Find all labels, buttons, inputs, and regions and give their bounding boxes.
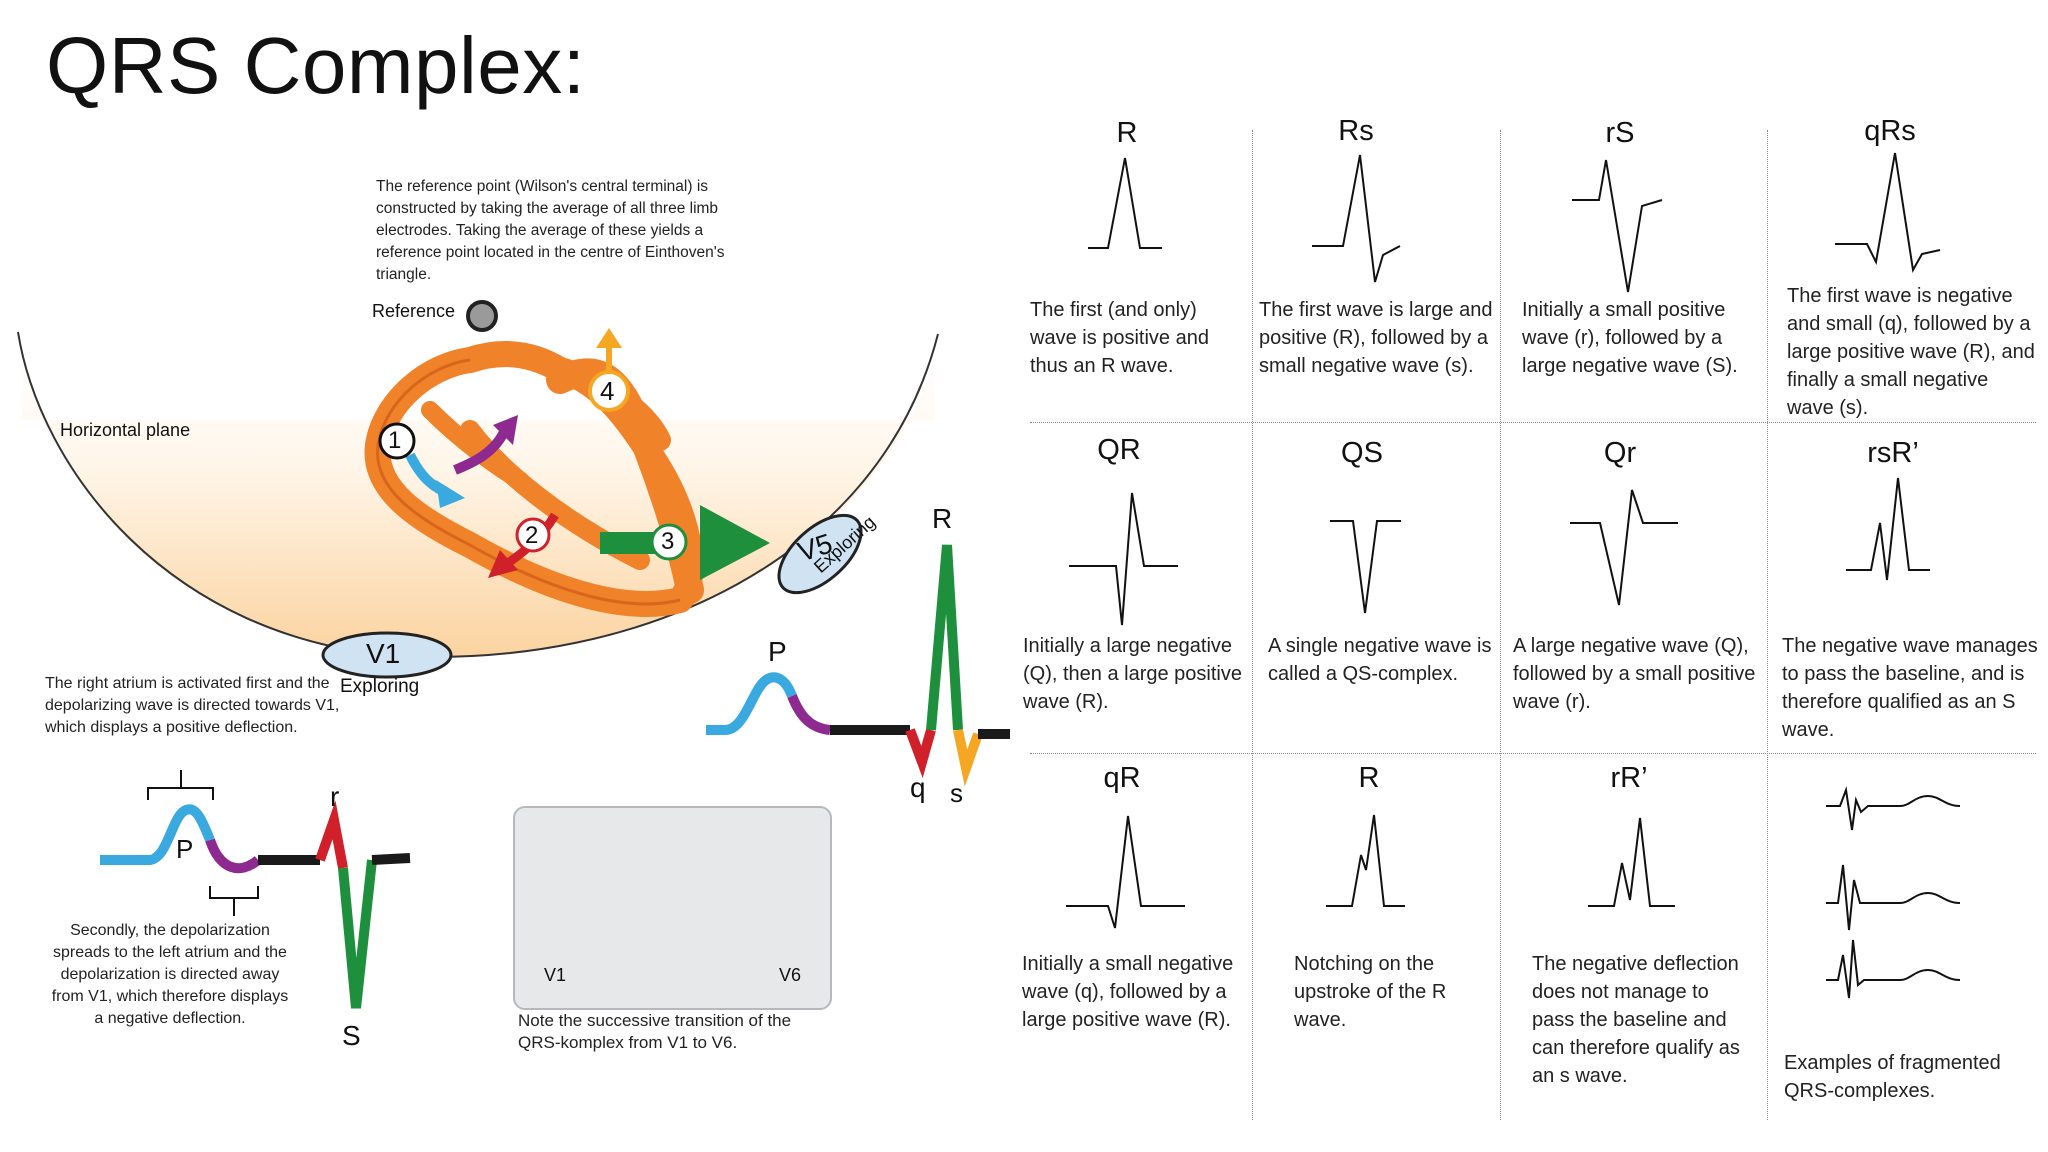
arrow-yellow-icon	[596, 328, 622, 372]
grid-vline-2	[1500, 130, 1501, 1120]
v1-r-label: r	[330, 781, 340, 812]
marker-4-label: 4	[600, 376, 615, 406]
second-text: Secondly, the depolarization spreads to …	[51, 922, 289, 1027]
wave-qR	[1066, 815, 1185, 929]
label-rsR: rsR’	[1867, 437, 1919, 469]
v1-exploring-label: Exploring	[340, 676, 420, 697]
heart-diagram	[17, 300, 1010, 1009]
caption-Qr: A large negative wave (Q), followed by a…	[1513, 635, 1756, 713]
caption-R: The first (and only) wave is positive an…	[1030, 299, 1209, 377]
marker-1	[378, 422, 416, 460]
caption-rR: The negative deflection does not manage …	[1532, 953, 1740, 1087]
wave-frag-1	[1826, 786, 1961, 831]
v1-electrode	[321, 631, 453, 679]
caption-rsR: The negative wave manages to pass the ba…	[1782, 635, 2038, 741]
plane-label: Horizontal plane	[60, 420, 191, 440]
v5-q-label: q	[910, 772, 926, 803]
caption-QS: A single negative wave is called a QS-co…	[1268, 635, 1492, 685]
wave-QS	[1330, 520, 1401, 614]
wave-rS	[1572, 159, 1663, 293]
wave-frag-2	[1826, 864, 1961, 931]
box-v1-label: V1	[544, 965, 567, 985]
marker-3	[650, 523, 688, 561]
v5-electrode	[777, 513, 863, 595]
v1-electrode-label: V1	[366, 638, 401, 669]
caption-fragmented: Examples of fragmented QRS-complexes.	[1784, 1052, 2001, 1102]
box-v6-label: V6	[779, 965, 802, 985]
v1-trace	[100, 800, 411, 1009]
grid-hline-1	[1030, 422, 2036, 423]
marker-4	[588, 370, 630, 412]
wave-frag-3	[1826, 939, 1961, 999]
grid-vline-1	[1252, 130, 1253, 1120]
plane-shading	[22, 360, 935, 657]
v1-s-label: S	[342, 1020, 361, 1051]
wave-rsR	[1846, 477, 1930, 581]
v5-r-label: R	[932, 503, 953, 534]
reference-text: The reference point (Wilson's central te…	[376, 178, 725, 283]
arrow-purple-icon	[453, 415, 518, 475]
box-caption: Note the successive transition of the QR…	[518, 1011, 792, 1052]
bracket-second	[209, 886, 259, 916]
wave-R-notch	[1326, 814, 1405, 907]
caption-R-notch: Notching on the upstroke of the R wave.	[1294, 953, 1447, 1031]
label-qRs: qRs	[1864, 115, 1916, 147]
v5-trace	[706, 544, 1010, 787]
v1-v6-box	[513, 806, 832, 1010]
label-rS: rS	[1605, 117, 1635, 149]
wave-rR	[1588, 817, 1675, 907]
v5-p-label: P	[768, 636, 787, 667]
bracket-p	[147, 770, 214, 800]
arrow-blue-icon	[405, 452, 465, 508]
caption-qR: Initially a small negative wave (q), fol…	[1022, 953, 1234, 1031]
caption-Rs: The first wave is large and positive (R)…	[1259, 299, 1493, 377]
reference-electrode	[466, 300, 498, 332]
wave-R	[1088, 157, 1162, 249]
marker-2-label: 2	[525, 522, 539, 549]
caption-qRs: The first wave is negative and small (q)…	[1787, 285, 2035, 419]
label-Rs: Rs	[1338, 115, 1374, 147]
v5-s-label: s	[950, 778, 963, 808]
marker-3-label: 3	[661, 528, 675, 555]
wave-QR	[1069, 492, 1178, 626]
wave-Qr	[1570, 489, 1678, 606]
label-QR: QR	[1097, 434, 1141, 466]
marker-2	[515, 517, 551, 553]
reference-label: Reference	[372, 301, 456, 321]
grid-vline-3	[1767, 130, 1768, 1120]
right-atrium-text: The right atrium is activated first and …	[45, 675, 340, 736]
caption-rS: Initially a small positive wave (r), fol…	[1522, 299, 1738, 377]
caption-QR: Initially a large negative (Q), then a l…	[1023, 635, 1242, 713]
label-R: R	[1116, 117, 1138, 149]
grid-hline-2	[1030, 753, 2036, 754]
slide-title: QRS Complex:	[46, 21, 586, 110]
marker-1-label: 1	[388, 427, 402, 454]
label-Qr: Qr	[1603, 437, 1637, 469]
label-QS: QS	[1341, 437, 1383, 469]
label-rR: rR’	[1610, 762, 1648, 794]
heart-outline	[376, 358, 681, 606]
label-R-notch: R	[1358, 762, 1380, 794]
label-qR: qR	[1103, 762, 1141, 794]
wave-qRs	[1835, 152, 1941, 274]
v1-p-label: P	[176, 834, 194, 864]
wave-Rs	[1312, 154, 1401, 283]
